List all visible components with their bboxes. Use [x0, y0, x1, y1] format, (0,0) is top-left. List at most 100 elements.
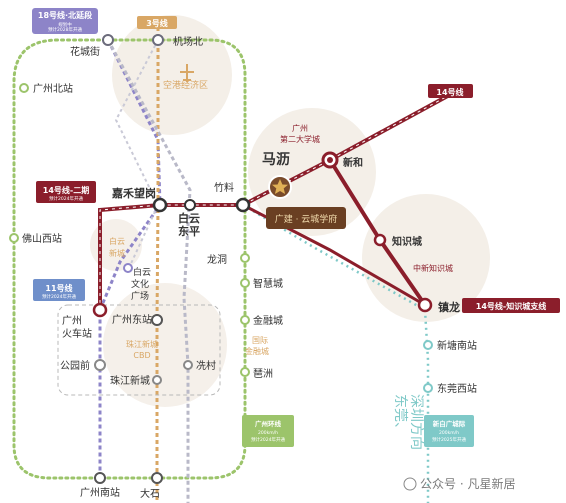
svg-text:规划中: 规划中	[58, 21, 72, 28]
svg-text:200km/h: 200km/h	[439, 430, 459, 436]
svg-text:11号线: 11号线	[45, 283, 72, 293]
svg-text:14号线: 14号线	[436, 87, 463, 97]
label-baiyunwenhua-1: 白云	[133, 266, 151, 278]
label-guangzhou: 广州	[62, 315, 82, 327]
station-foshanxizhan	[9, 233, 19, 243]
svg-text:18号线·北延段: 18号线·北延段	[38, 10, 92, 20]
university-zone-area	[248, 108, 376, 236]
label-zhishicheng: 知识城	[391, 235, 422, 248]
station-zhenlong	[417, 297, 433, 313]
svg-text:3号线: 3号线	[146, 18, 168, 28]
station-guangzhounanzhan	[94, 472, 106, 484]
station-zhihuicheng	[240, 278, 250, 288]
label-qinzhou: 琶洲	[253, 368, 273, 380]
label-huochezhan: 火车站	[62, 327, 92, 340]
label-zhenlong: 镇龙	[438, 300, 460, 314]
station-baiyunwenhua	[123, 263, 133, 273]
label-zhihuicheng: 智慧城	[253, 277, 283, 290]
station-jichangbei	[152, 34, 164, 46]
label-zhujiangxincheng: 珠江新城	[110, 374, 150, 387]
tag-line3: 3号线	[137, 16, 177, 29]
station-jiahewanggang	[152, 197, 168, 213]
tag-line14-branch: 14号线-知识城支线	[462, 298, 560, 313]
label-guangzhounanzhan: 广州南站	[80, 486, 120, 499]
station-qinzhou	[240, 367, 250, 377]
project-marker	[268, 175, 292, 199]
svg-text:广建 · 云城学府: 广建 · 云城学府	[275, 213, 338, 225]
label-xiancun: 冼村	[196, 359, 216, 372]
cbd-zone-area	[103, 283, 227, 407]
label-airport-zone: 空港经济区	[163, 79, 208, 91]
intercity-badge: 新白广城际 200km/h 预计2025年开通	[424, 415, 474, 447]
airport-zone-area	[112, 15, 232, 135]
svg-text:预计2024年开通: 预计2024年开通	[42, 293, 76, 300]
direction-text-1: 东莞、	[392, 394, 408, 436]
label-baiyunwenhua-2: 文化	[131, 278, 149, 290]
station-zhuliao	[235, 197, 251, 213]
svg-text:公众号 · 凡星新居: 公众号 · 凡星新居	[420, 476, 515, 491]
station-xiancun	[183, 360, 193, 370]
direction-text-2: 深圳方向	[408, 394, 424, 450]
station-zhujiangxincheng	[152, 375, 162, 385]
station-guangzhoudongzhan	[151, 314, 163, 326]
airplane-icon	[180, 64, 194, 82]
tag-line11: 11号线 预计2024年开通	[33, 279, 85, 301]
label-zhuliao: 竹料	[214, 181, 234, 194]
wechat-icon	[403, 477, 417, 491]
label-xintangnanzhan: 新塘南站	[437, 339, 477, 352]
label-jichangbei: 机场北	[173, 35, 203, 48]
station-huachengjie	[102, 34, 114, 46]
station-jinrongcheng	[240, 315, 250, 325]
line14-path-dots	[99, 91, 456, 310]
project-label: 广建 · 云城学府	[266, 207, 346, 229]
station-xintangnanzhan	[423, 340, 433, 350]
station-zhishicheng	[373, 233, 387, 247]
label-university-zone-1: 广州	[292, 123, 308, 133]
watermark: 公众号 · 凡星新居	[403, 476, 515, 491]
station-xinhe-dot	[327, 157, 333, 163]
line22-path	[106, 39, 192, 503]
station-dongguanxizhan	[423, 383, 433, 393]
label-foshanxizhan: 佛山西站	[22, 232, 62, 245]
svg-text:预计2024年开通: 预计2024年开通	[251, 436, 285, 443]
label-finance-2: 金融城	[245, 346, 269, 356]
star-icon	[272, 179, 288, 194]
label-cbd-2: CBD	[133, 351, 150, 360]
cbd-box	[57, 304, 221, 396]
station-guangzhouhuochezhan	[92, 302, 108, 318]
label-huachengjie: 花城街	[70, 45, 100, 58]
label-finance-1: 国际	[252, 336, 268, 345]
label-baiyunwenhua-3: 广场	[131, 290, 149, 302]
label-mali: 马沥	[262, 152, 290, 168]
tag-line18: 18号线·北延段 规划中 预计2028年开通	[32, 8, 98, 34]
station-guangzhoubeizhan	[19, 83, 29, 93]
label-longdong: 龙洞	[207, 253, 227, 266]
label-cbd-1: 珠江新城	[126, 339, 158, 349]
zhishi-zone-area	[362, 194, 490, 322]
stations	[9, 34, 433, 484]
station-baiyundongping	[184, 199, 196, 211]
label-baiyun: 白云	[178, 211, 200, 225]
label-zhishi-zone: 中新知识城	[413, 263, 453, 273]
label-dongguanxizhan: 东莞西站	[437, 382, 477, 395]
label-baiyunxincheng-2: 新城	[109, 248, 125, 258]
svg-text:预计2024年开通: 预计2024年开通	[49, 195, 83, 202]
svg-text:新白广城际: 新白广城际	[433, 419, 466, 428]
label-dashi: 大石	[140, 487, 160, 500]
label-jiahewanggang: 嘉禾望岗	[111, 186, 156, 200]
label-university-zone-2: 第二大学城	[280, 134, 320, 144]
svg-text:广州环线: 广州环线	[255, 419, 282, 428]
ring-badge: 广州环线 200km/h 预计2024年开通	[242, 415, 294, 447]
tag-line14: 14号线	[428, 84, 473, 98]
tag-line14-phase2: 14号线-二期 预计2024年开通	[36, 181, 96, 203]
station-longdong	[240, 253, 250, 263]
station-gongyuanqian	[94, 359, 106, 371]
svg-text:200km/h: 200km/h	[258, 430, 278, 436]
svg-text:预计2028年开通: 预计2028年开通	[48, 26, 82, 33]
svg-text:14号线-二期: 14号线-二期	[43, 185, 89, 195]
label-dongping: 东平	[178, 224, 200, 238]
label-baiyunxincheng-1: 白云	[109, 236, 125, 246]
label-guangzhoubeizhan: 广州北站	[33, 82, 73, 95]
baiyun-xincheng-zone-area	[90, 219, 142, 271]
